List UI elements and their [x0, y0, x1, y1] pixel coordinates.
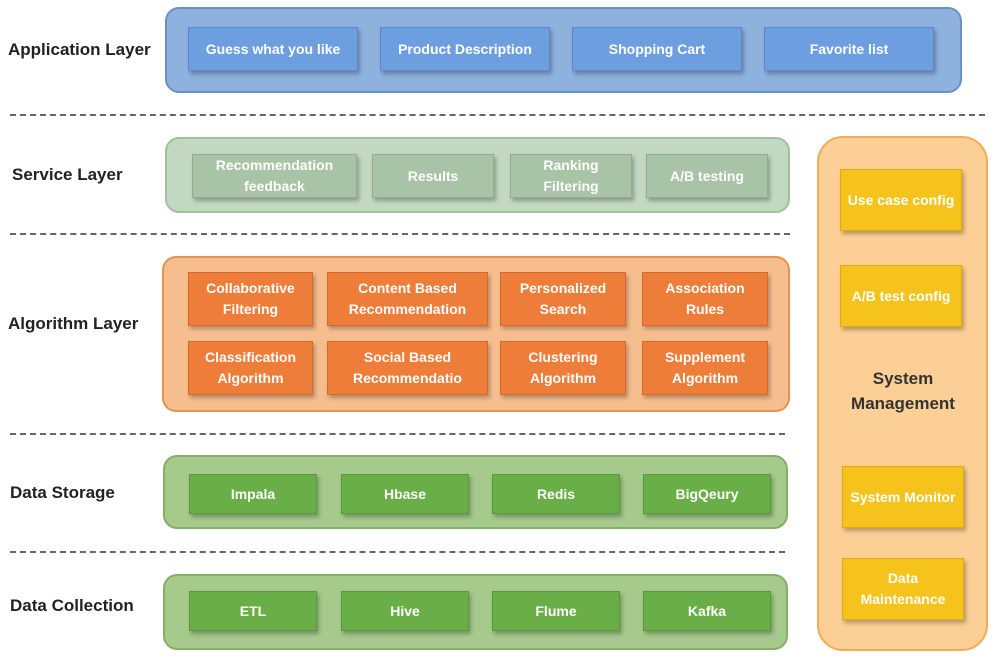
algo-item-personalized-search: Personalized Search	[500, 272, 626, 326]
divider-application-service	[10, 114, 985, 116]
service-layer-label: Service Layer	[12, 165, 123, 184]
svc-item-ranking-filtering: Ranking Filtering	[510, 154, 632, 198]
system-management-title: System Management	[851, 369, 955, 413]
sys-item-system-monitor: System Monitor	[842, 466, 964, 528]
sys-item-ab-test-config: A/B test config	[840, 265, 962, 327]
storage-item-redis: Redis	[492, 474, 620, 514]
app-item-product-description: Product Description	[380, 27, 550, 71]
data-collection-label: Data Collection	[10, 596, 134, 615]
application-layer-label: Application Layer	[8, 40, 151, 59]
algorithm-layer-label: Algorithm Layer	[8, 314, 139, 333]
collection-item-hive: Hive	[341, 591, 469, 631]
divider-service-algorithm	[10, 233, 790, 235]
algo-item-association-rules: Association Rules	[642, 272, 768, 326]
algo-item-collaborative-filtering: Collaborative Filtering	[188, 272, 313, 326]
svc-item-results: Results	[372, 154, 494, 198]
algo-item-classification-algorithm: Classification Algorithm	[188, 341, 313, 395]
svc-item-ab-testing: A/B testing	[646, 154, 768, 198]
sys-item-use-case-config: Use case config	[840, 169, 962, 231]
svc-item-recommendation-feedback: Recommendation feedback	[192, 154, 357, 198]
storage-item-bigqeury: BigQeury	[643, 474, 771, 514]
algo-item-supplement-algorithm: Supplement Algorithm	[642, 341, 768, 395]
sys-item-data-maintenance: Data Maintenance	[842, 558, 964, 620]
app-item-favorite-list: Favorite list	[764, 27, 934, 71]
storage-item-hbase: Hbase	[341, 474, 469, 514]
algo-item-social-based-recommendation: Social Based Recommendatio	[327, 341, 488, 395]
app-item-shopping-cart: Shopping Cart	[572, 27, 742, 71]
app-item-guess-what-you-like: Guess what you like	[188, 27, 358, 71]
data-storage-label: Data Storage	[10, 483, 115, 502]
collection-item-etl: ETL	[189, 591, 317, 631]
divider-storage-collection	[10, 551, 785, 553]
collection-item-kafka: Kafka	[643, 591, 771, 631]
algo-item-clustering-algorithm: Clustering Algorithm	[500, 341, 626, 395]
divider-algorithm-storage	[10, 433, 785, 435]
algo-item-content-based-recommendation: Content Based Recommendation	[327, 272, 488, 326]
storage-item-impala: Impala	[189, 474, 317, 514]
collection-item-flume: Flume	[492, 591, 620, 631]
